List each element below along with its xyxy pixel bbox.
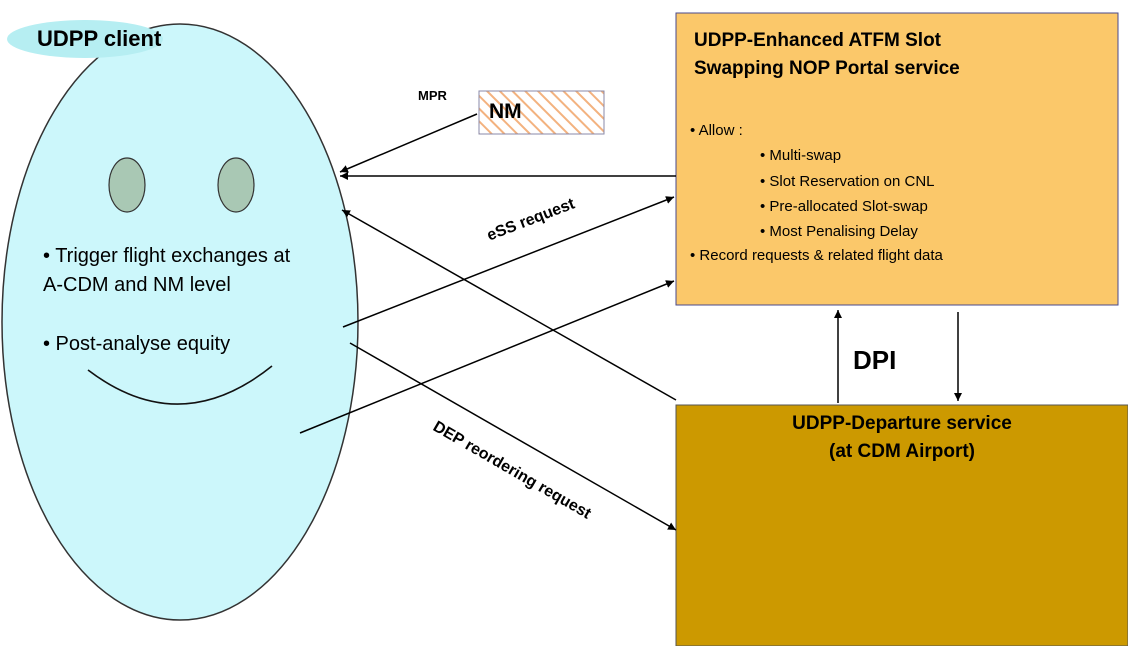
portal-allow-item-3: • Pre-allocated Slot-swap xyxy=(760,198,928,215)
departure-title-line-1: UDPP-Departure service xyxy=(792,413,1012,434)
departure-service-box xyxy=(675,404,1128,646)
portal-allow-label: • Allow : xyxy=(690,122,743,139)
nm-label: NM xyxy=(489,100,522,123)
smile xyxy=(87,365,273,405)
client-face xyxy=(1,23,359,621)
portal-record-label: • Record requests & related flight data xyxy=(690,247,943,264)
portal-allow-item-2: • Slot Reservation on CNL xyxy=(760,173,935,190)
departure-to-client-arrow xyxy=(341,209,677,401)
right-eye xyxy=(217,157,255,213)
dep-reordering-arrow xyxy=(349,342,677,531)
left-eye xyxy=(108,157,146,213)
client-bullet-2: • Post-analyse equity xyxy=(43,333,231,355)
nm-box xyxy=(478,90,605,135)
client-bullet-1: • Trigger flight exchanges at xyxy=(43,245,291,267)
portal-service-box xyxy=(675,12,1119,306)
ess-request-arrow xyxy=(342,196,675,328)
nm-to-client-arrow xyxy=(339,113,478,173)
dpi-label: DPI xyxy=(853,345,897,375)
portal-allow-item-4: • Most Penalising Delay xyxy=(760,223,918,240)
portal-allow-item-1: • Multi-swap xyxy=(760,147,842,164)
client-bullet-1-cont: A-CDM and NM level xyxy=(43,274,231,296)
departure-title-line-2: (at CDM Airport) xyxy=(829,441,975,462)
client-title: UDPP client xyxy=(37,26,162,51)
client-title-badge xyxy=(7,20,163,58)
mpr-label: MPR xyxy=(418,88,447,103)
portal-title-line-2: Swapping NOP Portal service xyxy=(694,58,960,79)
client-to-portal-arrow xyxy=(299,280,675,434)
portal-title-line-1: UDPP-Enhanced ATFM Slot xyxy=(694,30,941,51)
